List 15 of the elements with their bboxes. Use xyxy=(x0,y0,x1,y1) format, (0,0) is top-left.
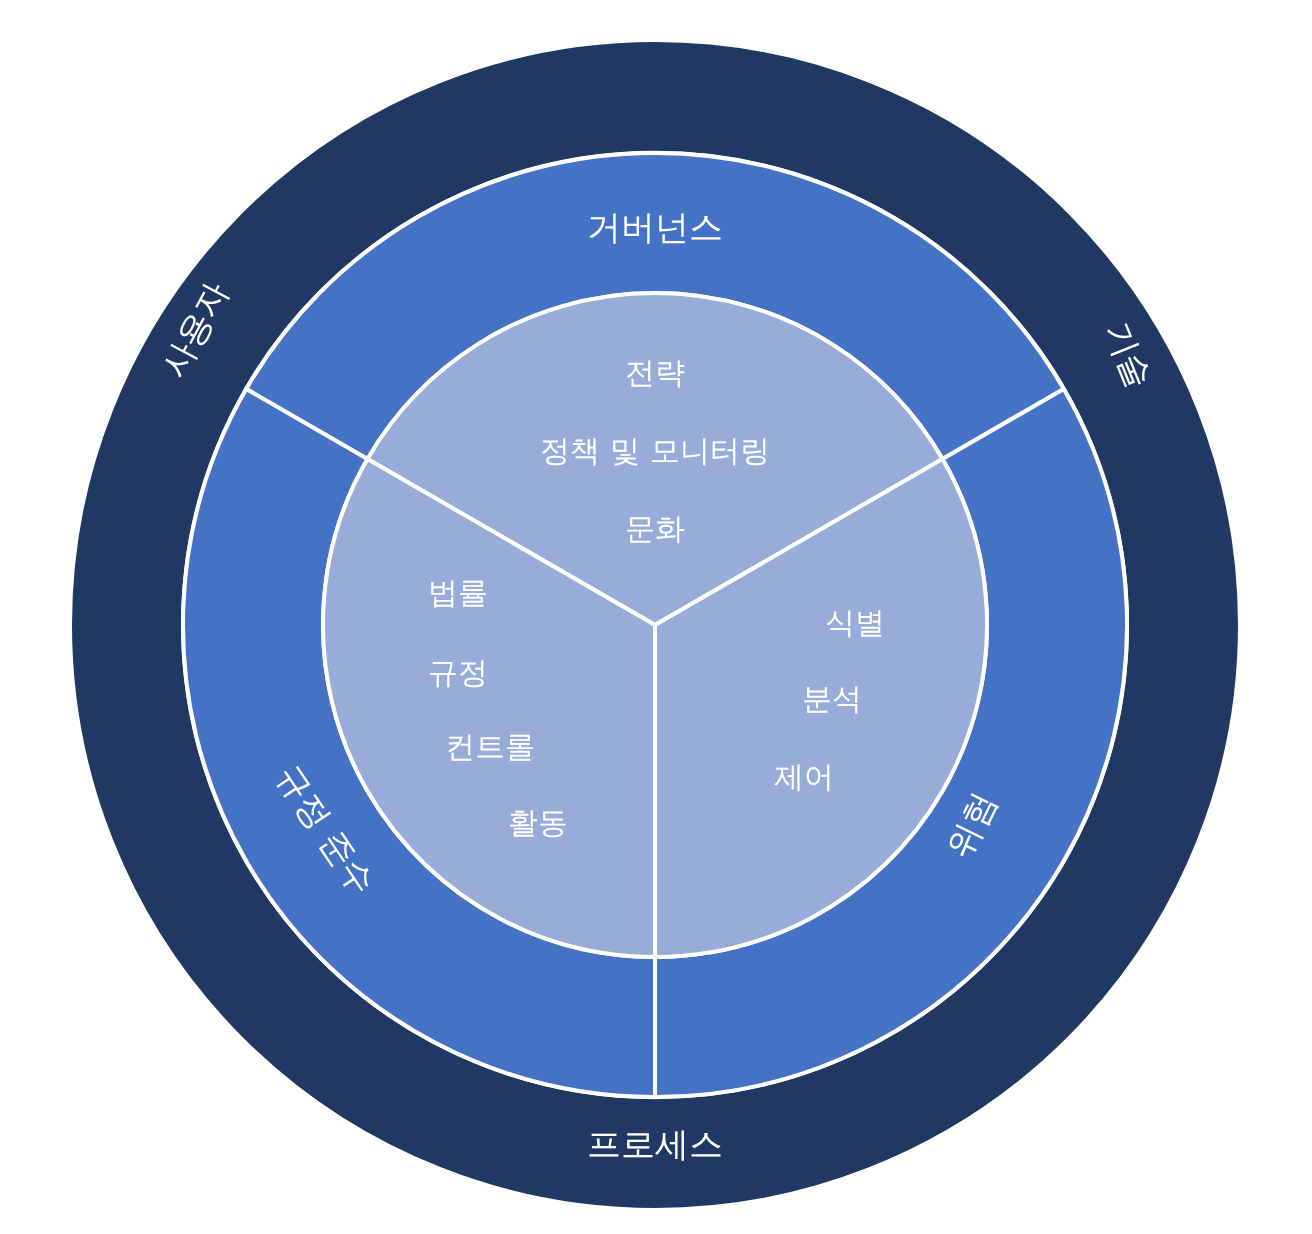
segment-item: 활동 xyxy=(508,805,568,839)
ring-label: 위험 xyxy=(940,786,1004,864)
ring-label: 프로세스 xyxy=(587,1126,723,1164)
segment-item: 규정 xyxy=(428,655,488,689)
segment-item: 문화 xyxy=(625,511,685,545)
segment-item: 제어 xyxy=(774,759,834,793)
ring-label: 기술 xyxy=(1097,316,1159,394)
segment-item: 분석 xyxy=(802,681,862,715)
segment-item: 식별 xyxy=(825,605,885,639)
segment-item: 법률 xyxy=(428,575,488,609)
ring-label: 규정 준수 xyxy=(268,758,382,902)
ring-label: 거버넌스 xyxy=(587,209,723,247)
segment-item: 전략 xyxy=(625,355,685,389)
segment-item: 컨트롤 xyxy=(445,729,535,763)
segment-item: 정책 및 모니터링 xyxy=(540,433,770,467)
